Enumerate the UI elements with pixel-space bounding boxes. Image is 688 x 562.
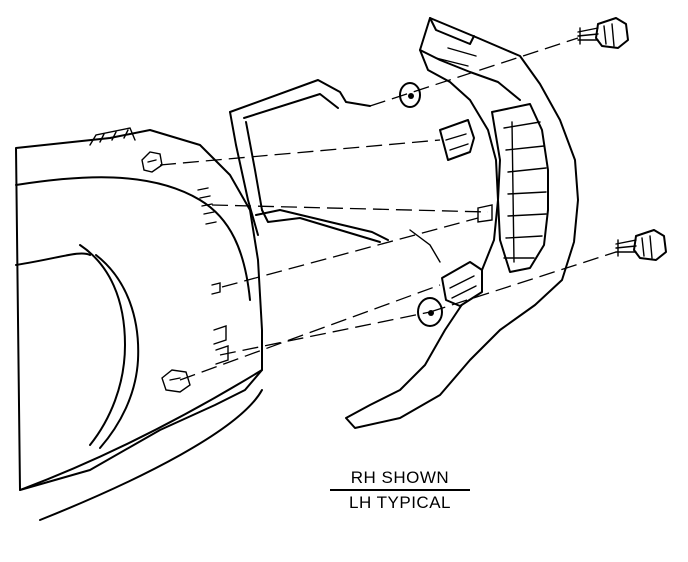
screw-lower — [615, 229, 667, 261]
side-bezel-assembly — [345, 17, 579, 429]
caption-rh-shown: RH SHOWN — [350, 468, 450, 487]
alignment-lines — [159, 37, 617, 381]
mounting-bracket — [229, 79, 441, 263]
caption-lh-typical: LH TYPICAL — [330, 489, 470, 514]
view-caption: RH SHOWN LH TYPICAL — [330, 467, 470, 514]
instrument-panel-body — [15, 127, 263, 521]
screw-upper — [577, 17, 629, 49]
